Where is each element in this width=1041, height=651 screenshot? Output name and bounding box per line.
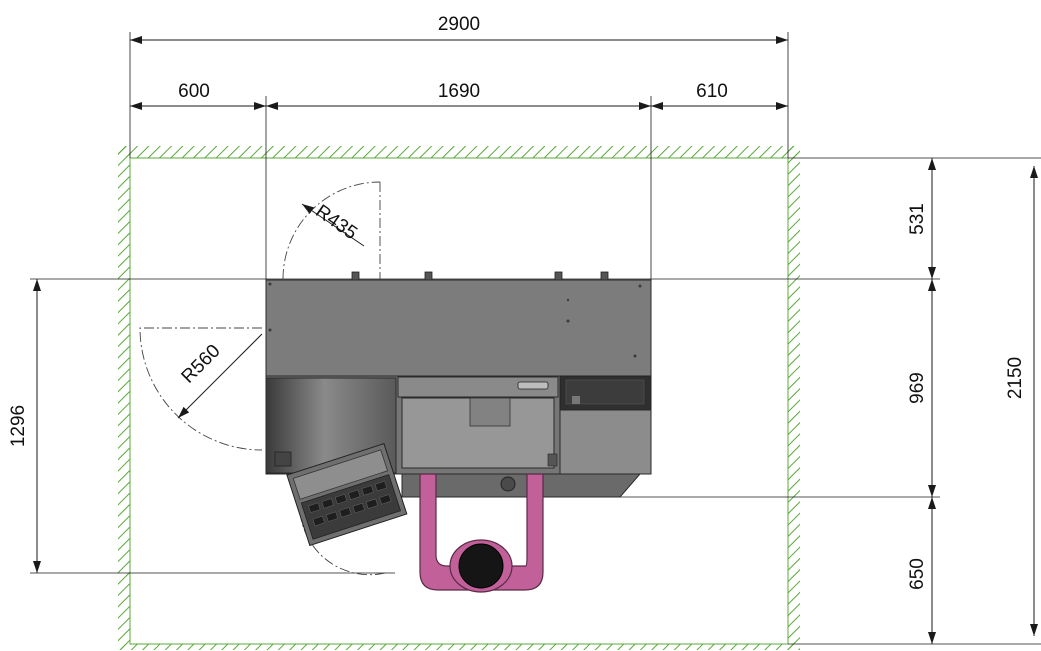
dimension-overall-depth: 2150 (1005, 166, 1038, 636)
dimension-overall-width-label: 2900 (438, 14, 480, 35)
dimension-machine-width-label: 1690 (438, 81, 480, 102)
operator-figure (419, 473, 544, 593)
side-control-unit (286, 442, 408, 547)
dimension-lid-swing-depth: 1296 (8, 279, 41, 573)
dimension-lid-swing-depth-label: 1296 (8, 405, 29, 447)
dimension-rear-clearance: 531 (907, 158, 936, 279)
machine-top-view (265, 271, 652, 498)
dimension-right-clearance-label: 610 (696, 81, 728, 102)
extension-lines (30, 32, 1041, 645)
dimension-left-clearance: 600 (130, 81, 266, 110)
rear-door-radius-label: R435 (312, 201, 361, 244)
dimension-front-clearance: 650 (907, 497, 936, 644)
dimension-rear-clearance-label: 531 (907, 203, 928, 235)
dimension-left-clearance-label: 600 (178, 81, 210, 102)
rear-door-swing: R435 (282, 181, 381, 280)
dimension-overall-width: 2900 (130, 14, 788, 44)
installation-zone (118, 146, 800, 650)
side-door-radius-label: R560 (178, 341, 225, 388)
dimension-front-clearance-label: 650 (907, 558, 928, 590)
dimension-machine-depth: 969 (907, 279, 936, 497)
dimension-machine-width: 1690 (266, 81, 651, 110)
dimension-right-clearance: 610 (651, 81, 788, 110)
dimension-machine-depth-label: 969 (907, 372, 928, 404)
dimension-overall-depth-label: 2150 (1005, 357, 1026, 399)
